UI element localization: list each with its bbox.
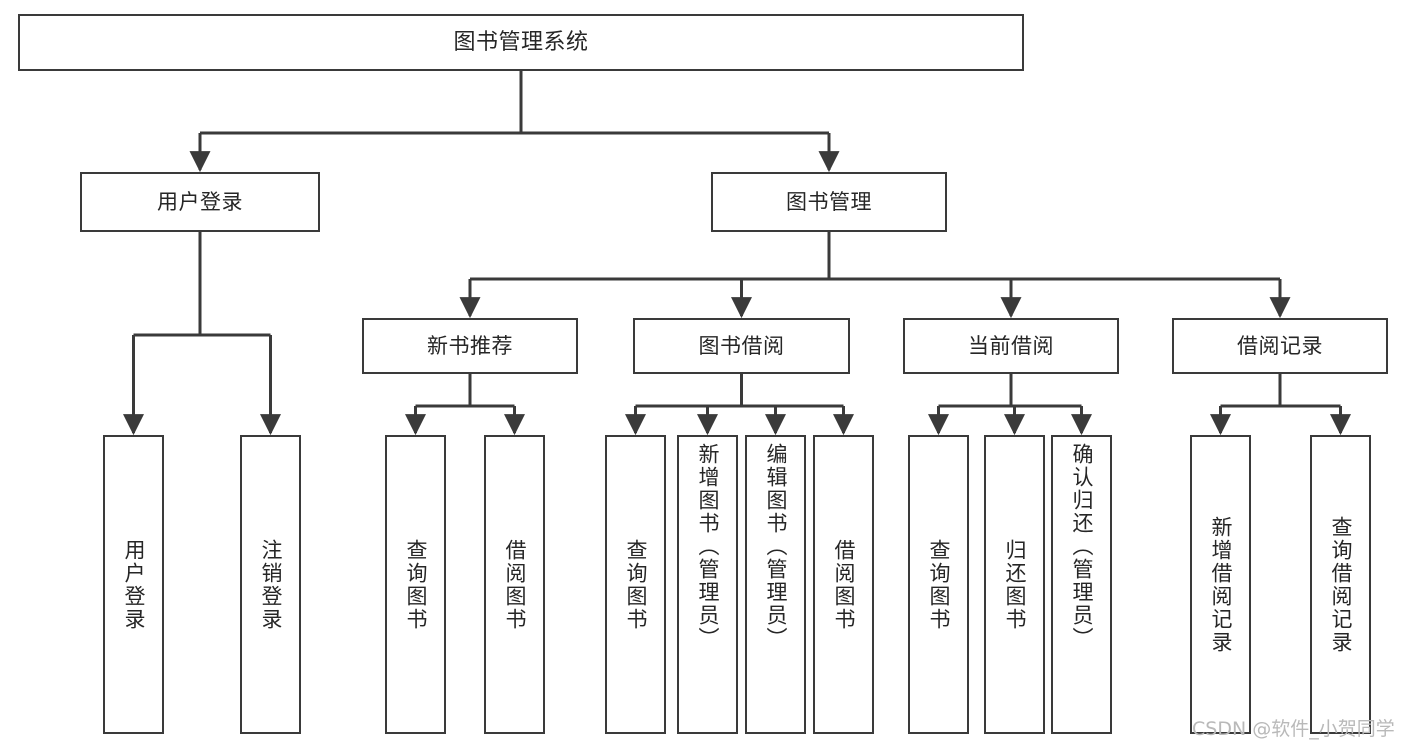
node-label: 借阅图书 <box>503 538 527 631</box>
node-label: 借阅记录 <box>1237 333 1323 358</box>
node-leaf-query-record[interactable]: 查询借阅记录 <box>1310 435 1371 734</box>
node-label: 用户登录 <box>122 538 146 631</box>
node-label: 图书管理系统 <box>453 29 589 55</box>
node-leaf-return-book[interactable]: 归还图书 <box>984 435 1045 734</box>
node-label: 确认归还（管理员） <box>1070 443 1094 650</box>
node-borrow-record[interactable]: 借阅记录 <box>1172 318 1388 374</box>
node-leaf-add-book[interactable]: 新增图书（管理员） <box>677 435 738 734</box>
node-leaf-borrow-book-2[interactable]: 借阅图书 <box>813 435 874 734</box>
node-user-login[interactable]: 用户登录 <box>80 172 320 232</box>
node-leaf-borrow-book-1[interactable]: 借阅图书 <box>484 435 545 734</box>
csdn-watermark: CSDN @软件_小贺同学 <box>1192 718 1395 740</box>
node-book-borrow[interactable]: 图书借阅 <box>633 318 850 374</box>
node-new-book-rec[interactable]: 新书推荐 <box>362 318 578 374</box>
node-label: 查询图书 <box>624 538 648 631</box>
node-current-borrow[interactable]: 当前借阅 <box>903 318 1119 374</box>
node-label: 查询图书 <box>404 538 428 631</box>
node-label: 图书借阅 <box>698 333 785 358</box>
node-leaf-confirm-return[interactable]: 确认归还（管理员） <box>1051 435 1112 734</box>
node-root[interactable]: 图书管理系统 <box>18 14 1024 71</box>
node-label: 新书推荐 <box>427 333 513 358</box>
node-label: 注销登录 <box>259 538 283 631</box>
node-label: 当前借阅 <box>968 333 1054 358</box>
node-label: 新增图书（管理员） <box>696 443 720 650</box>
node-leaf-query-book-3[interactable]: 查询图书 <box>908 435 969 734</box>
node-label: 新增借阅记录 <box>1209 515 1233 654</box>
node-leaf-edit-book[interactable]: 编辑图书（管理员） <box>745 435 806 734</box>
node-label: 图书管理 <box>786 189 872 214</box>
node-leaf-add-record[interactable]: 新增借阅记录 <box>1190 435 1251 734</box>
node-label: 编辑图书（管理员） <box>764 443 788 650</box>
node-leaf-user-login[interactable]: 用户登录 <box>103 435 164 734</box>
node-label: 查询借阅记录 <box>1329 515 1353 654</box>
node-book-manage[interactable]: 图书管理 <box>711 172 947 232</box>
node-label: 借阅图书 <box>832 538 856 631</box>
node-label: 用户登录 <box>157 189 243 214</box>
node-leaf-logout[interactable]: 注销登录 <box>240 435 301 734</box>
node-leaf-query-book-1[interactable]: 查询图书 <box>385 435 446 734</box>
node-leaf-query-book-2[interactable]: 查询图书 <box>605 435 666 734</box>
node-label: 归还图书 <box>1003 538 1027 631</box>
node-label: 查询图书 <box>927 538 951 631</box>
